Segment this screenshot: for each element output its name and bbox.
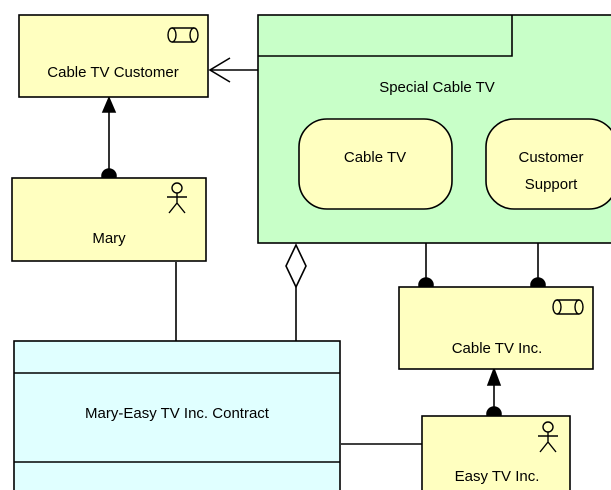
- assignment-relation-easytv-to-cabletvinc[interactable]: [486, 366, 502, 422]
- cable-tv-service[interactable]: Cable TV: [298, 118, 453, 210]
- role-icon: [167, 27, 199, 43]
- contract-box: [13, 340, 341, 490]
- customer-support-service[interactable]: Customer Support: [485, 118, 611, 210]
- serving-relation-special-to-customer[interactable]: [208, 57, 258, 83]
- customer-support-label-line1: Customer: [518, 149, 583, 166]
- customer-support-label-line2: Support: [525, 176, 578, 193]
- special-cable-tv-label: Special Cable TV: [379, 79, 495, 96]
- mary-actor[interactable]: Mary: [11, 177, 207, 262]
- easy-tv-inc-actor[interactable]: Easy TV Inc.: [421, 415, 571, 490]
- contract-label: Mary-Easy TV Inc. Contract: [85, 405, 270, 422]
- easy-tv-inc-label: Easy TV Inc.: [455, 468, 540, 485]
- actor-icon: [538, 421, 558, 453]
- aggregation-relation-special-to-contract[interactable]: [285, 243, 307, 341]
- assignment-relation-mary-to-customer[interactable]: [101, 95, 117, 184]
- cable-tv-inc-label: Cable TV Inc.: [452, 340, 543, 357]
- cable-tv-customer-label: Cable TV Customer: [47, 64, 178, 81]
- cable-tv-customer-role[interactable]: Cable TV Customer: [18, 14, 209, 98]
- mary-label: Mary: [92, 230, 126, 247]
- actor-icon: [167, 182, 187, 214]
- contract[interactable]: Mary-Easy TV Inc. Contract: [13, 340, 341, 490]
- cable-tv-service-label: Cable TV: [344, 149, 406, 166]
- customer-support-service-box: [485, 118, 611, 210]
- cable-tv-service-box: [298, 118, 453, 210]
- product-tab-marker: [258, 15, 513, 57]
- cable-tv-inc-role[interactable]: Cable TV Inc.: [398, 286, 594, 370]
- role-icon: [552, 299, 584, 315]
